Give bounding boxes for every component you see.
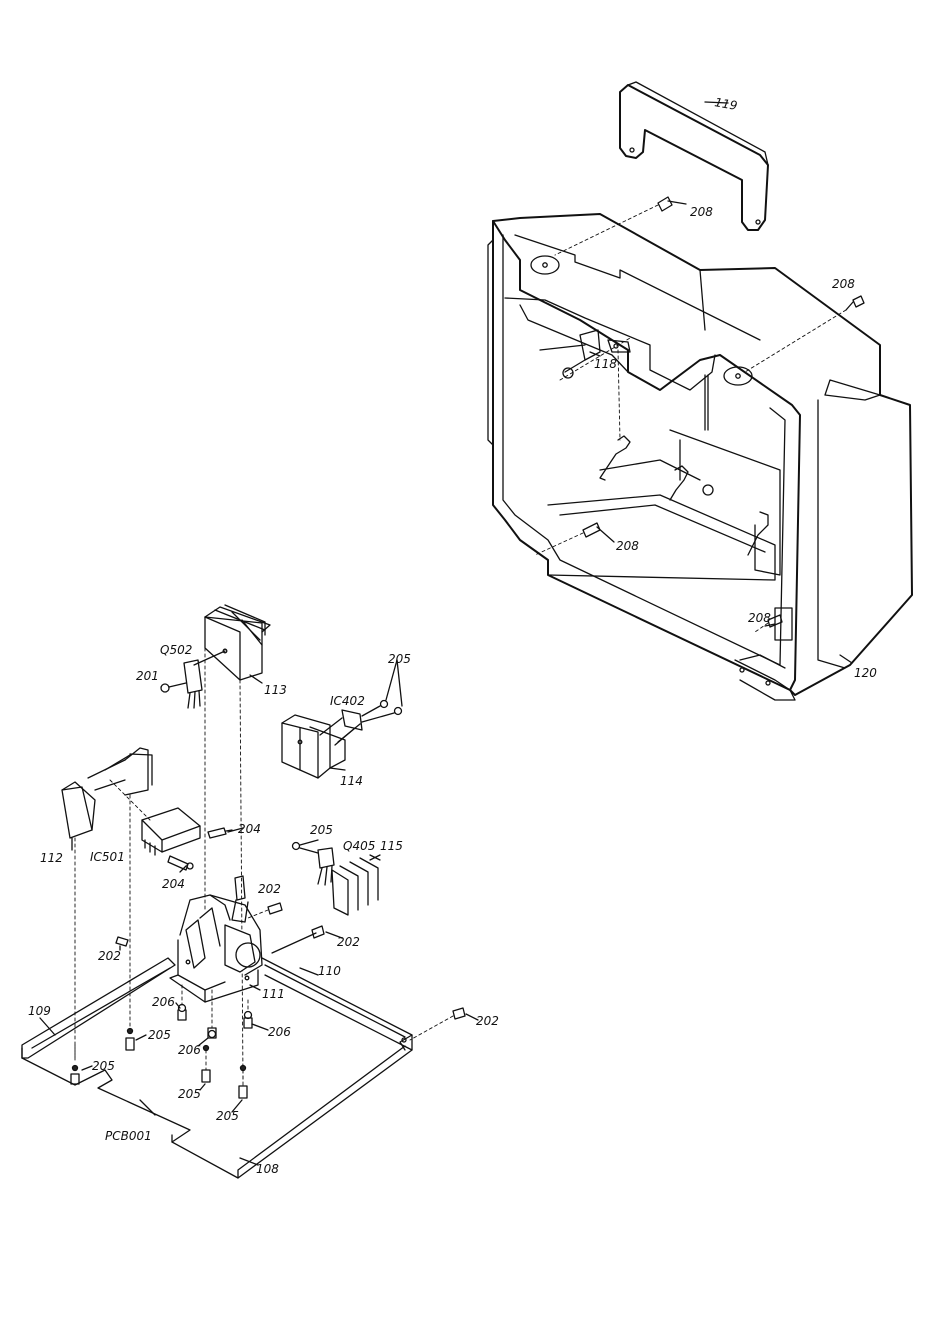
callout-labels: 119 208 208 118 208 208 120 Q502 201 113… (28, 95, 877, 1176)
screw-205-e (202, 1046, 210, 1083)
heatsink-115 (332, 855, 380, 915)
label-205-top: 205 (388, 652, 411, 666)
label-Q405: Q405 (343, 839, 375, 853)
screw-208-right (745, 296, 864, 372)
label-208-side: 208 (748, 611, 771, 625)
label-115: 115 (380, 839, 403, 853)
label-206-a: 206 (152, 995, 175, 1009)
label-109: 109 (28, 1004, 51, 1018)
label-202-center: 202 (337, 935, 360, 949)
label-IC501: IC501 (90, 850, 125, 864)
label-208-bottom: 208 (616, 539, 639, 553)
label-113: 113 (264, 683, 287, 697)
label-Q502: Q502 (160, 643, 192, 657)
label-205-e: 205 (178, 1087, 201, 1101)
screw-205-c (126, 1029, 134, 1051)
screw-202-right (410, 1008, 465, 1040)
screw-205-f (239, 1066, 247, 1099)
label-202-left: 202 (98, 949, 121, 963)
label-108: 108 (256, 1162, 279, 1176)
label-114: 114 (340, 774, 363, 788)
transistor-Q502 (184, 651, 225, 708)
label-119: 119 (713, 95, 738, 113)
ic-IC501 (110, 780, 200, 855)
screw-201 (161, 683, 186, 692)
screw-204-b (168, 856, 193, 870)
label-201: 201 (136, 669, 159, 683)
label-204-right: 204 (238, 822, 261, 836)
label-205-q405: 205 (310, 823, 333, 837)
label-206-c: 206 (268, 1025, 291, 1039)
label-206-b: 206 (178, 1043, 201, 1057)
label-202-flyback: 202 (258, 882, 281, 896)
bracket-118 (540, 330, 630, 440)
label-208-top: 208 (690, 205, 713, 219)
screw-202-flyback (248, 903, 282, 918)
label-204-left: 204 (162, 877, 185, 891)
label-205-d: 205 (92, 1059, 115, 1073)
label-118: 118 (594, 357, 617, 371)
ic-IC402 (320, 710, 362, 745)
transistor-Q405 (318, 848, 334, 885)
label-202-right: 202 (476, 1014, 499, 1028)
screw-202-center (312, 926, 324, 938)
screw-204-a (208, 828, 232, 838)
label-120: 120 (854, 666, 877, 680)
label-111: 111 (262, 987, 285, 1001)
label-PCB001: PCB001 (105, 1129, 152, 1143)
flyback-111 (170, 876, 262, 1002)
screw-206-b (208, 1028, 216, 1038)
screw-205-d (71, 1066, 79, 1085)
label-IC402: IC402 (330, 694, 365, 708)
label-208-right: 208 (832, 277, 855, 291)
screw-206-c (244, 1000, 252, 1028)
heatsink-113 (205, 605, 270, 1080)
screw-202-left (116, 937, 128, 946)
label-110: 110 (318, 964, 341, 978)
screws-205-ic402 (362, 660, 402, 722)
label-205-f: 205 (216, 1109, 239, 1123)
label-112: 112 (40, 851, 63, 865)
label-205-c: 205 (148, 1028, 171, 1042)
